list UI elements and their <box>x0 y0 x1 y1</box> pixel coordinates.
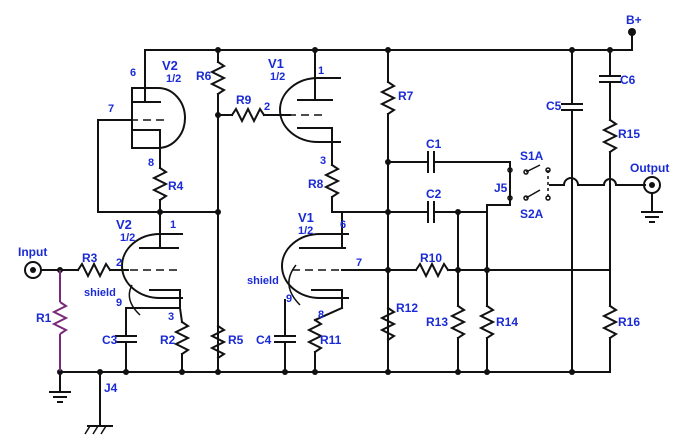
label-v2-top-half: 1/2 <box>166 73 181 85</box>
label-v2-bottom: V2 <box>116 217 132 232</box>
pin-v1-bottom-6: 6 <box>340 219 346 231</box>
pin-v2-top-8: 8 <box>148 157 154 169</box>
label-v1-top-half: 1/2 <box>270 71 285 83</box>
resistor-r7 <box>379 49 397 373</box>
label-r5: R5 <box>228 333 244 347</box>
label-shield-left: shield <box>84 287 116 299</box>
tube-v2-bottom <box>121 211 183 316</box>
resistor-r16 <box>601 304 619 373</box>
label-c1: C1 <box>426 137 442 151</box>
pin-v1-bottom-9: 9 <box>286 293 292 305</box>
label-j5: J5 <box>494 181 508 195</box>
label-c6: C6 <box>620 73 636 87</box>
resistor-r14 <box>478 204 496 373</box>
capacitor-c4 <box>274 299 296 373</box>
capacitor-c1 <box>387 151 511 173</box>
label-r7: R7 <box>398 89 414 103</box>
label-r8: R8 <box>308 177 324 191</box>
label-v2-top: V2 <box>162 58 178 73</box>
pin-v2-top-7: 7 <box>108 103 114 115</box>
label-r1: R1 <box>36 311 52 325</box>
resistor-r10 <box>387 261 611 279</box>
input-jack <box>24 261 79 279</box>
pin-v1-bottom-8: 8 <box>318 309 324 321</box>
label-v1-top: V1 <box>268 56 284 71</box>
label-r12: R12 <box>396 301 418 315</box>
capacitor-c6 <box>599 49 621 121</box>
label-v2-bottom-half: 1/2 <box>120 232 135 244</box>
label-shield-right: shield <box>247 275 279 287</box>
resistor-r1 <box>51 270 69 372</box>
resistor-r13 <box>449 211 467 373</box>
pin-v2-bottom-1: 1 <box>170 219 176 231</box>
label-v1-bottom-half: 1/2 <box>298 225 313 237</box>
ground-symbol-left <box>49 371 71 403</box>
capacitor-c2 <box>387 201 488 223</box>
resistor-r4 <box>151 159 169 213</box>
pin-v2-bottom-2: 2 <box>116 257 122 269</box>
resistor-r15 <box>601 118 619 307</box>
output-jack <box>641 176 663 223</box>
resistor-r12 <box>379 306 397 342</box>
label-s2a: S2A <box>520 207 544 221</box>
label-c4: C4 <box>256 333 272 347</box>
label-input: Input <box>18 245 47 259</box>
pin-v2-bottom-3: 3 <box>168 311 174 323</box>
pin-v2-top-6: 6 <box>130 67 136 79</box>
label-c3: C3 <box>102 333 118 347</box>
label-r11: R11 <box>320 333 342 347</box>
tube-v1-bottom <box>281 211 391 309</box>
resistor-r9 <box>217 106 291 124</box>
label-r9: R9 <box>236 93 252 107</box>
capacitor-c3 <box>115 307 181 373</box>
pin-v1-bottom-7: 7 <box>356 257 362 269</box>
label-r3: R3 <box>82 251 98 265</box>
label-r10: R10 <box>420 251 442 265</box>
chassis-ground-j4 <box>84 371 113 435</box>
label-r16: R16 <box>618 315 640 329</box>
label-r4: R4 <box>168 179 184 193</box>
label-r2: R2 <box>160 333 176 347</box>
switch-block-j5 <box>486 161 646 206</box>
pin-v1-top-2: 2 <box>264 101 270 113</box>
tube-v2-top <box>97 49 221 215</box>
label-bplus: B+ <box>626 13 642 27</box>
label-r15: R15 <box>618 127 640 141</box>
label-r14: R14 <box>496 315 518 329</box>
label-v1-bottom: V1 <box>298 210 314 225</box>
label-r13: R13 <box>426 315 448 329</box>
resistor-r11 <box>306 306 344 373</box>
label-s1a: S1A <box>520 149 544 163</box>
label-j4: J4 <box>104 381 118 395</box>
capacitor-c5 <box>561 49 583 373</box>
label-c2: C2 <box>426 187 442 201</box>
resistor-r8 <box>323 163 391 215</box>
resistor-r5 <box>209 324 227 360</box>
ground-rail <box>57 369 611 375</box>
label-r6: R6 <box>196 69 212 83</box>
pin-v1-top-1: 1 <box>318 65 324 77</box>
pin-v1-top-3: 3 <box>320 155 326 167</box>
label-output: Output <box>630 161 669 175</box>
resistor-r3 <box>76 261 129 279</box>
resistor-r2 <box>173 306 191 373</box>
label-c5: C5 <box>546 99 562 113</box>
pin-v2-bottom-9: 9 <box>116 297 122 309</box>
tube-v1-top <box>279 49 341 166</box>
